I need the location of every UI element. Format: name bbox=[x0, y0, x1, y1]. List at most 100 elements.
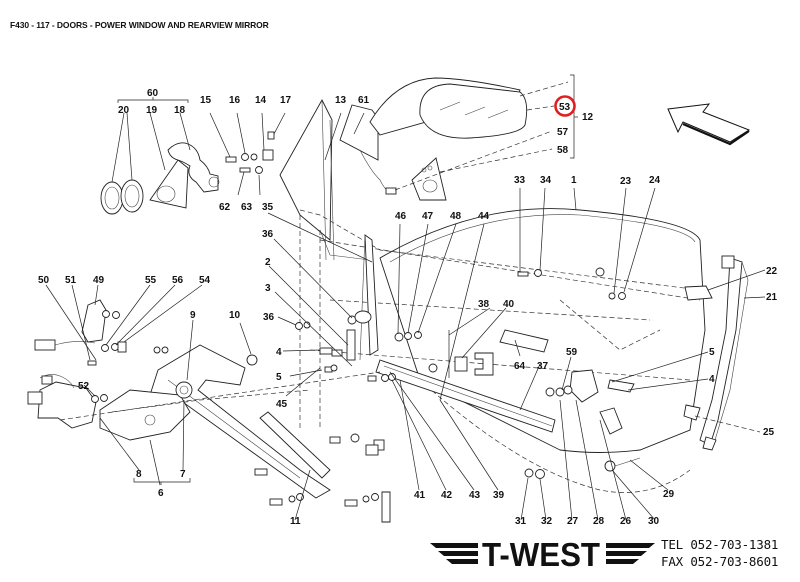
label-59[interactable]: 59 bbox=[566, 347, 578, 358]
label-18[interactable]: 18 bbox=[174, 105, 186, 116]
mirror-housing[interactable] bbox=[339, 77, 528, 195]
label-32[interactable]: 32 bbox=[541, 516, 553, 527]
label-58[interactable]: 58 bbox=[557, 145, 569, 156]
lower-fasteners[interactable] bbox=[367, 373, 641, 479]
label-44[interactable]: 44 bbox=[478, 211, 490, 222]
highlight-circle-53[interactable] bbox=[554, 95, 576, 117]
label-33[interactable]: 33 bbox=[514, 175, 526, 186]
label-31[interactable]: 31 bbox=[515, 516, 527, 527]
label-28[interactable]: 28 bbox=[593, 516, 605, 527]
tel-number[interactable]: 052-703-1381 bbox=[690, 537, 779, 552]
label-55[interactable]: 55 bbox=[145, 275, 157, 286]
glass-stopper[interactable] bbox=[684, 285, 713, 301]
label-4-right[interactable]: 4 bbox=[709, 374, 715, 385]
mirror-cover-triangle[interactable] bbox=[149, 159, 189, 209]
rear-glass-guide[interactable] bbox=[699, 255, 749, 451]
bracket-40[interactable] bbox=[448, 330, 494, 378]
label-7[interactable]: 7 bbox=[180, 469, 186, 480]
label-16[interactable]: 16 bbox=[229, 95, 241, 106]
label-11[interactable]: 11 bbox=[290, 516, 301, 527]
label-46[interactable]: 46 bbox=[395, 211, 407, 222]
label-30[interactable]: 30 bbox=[648, 516, 660, 527]
label-21[interactable]: 21 bbox=[766, 292, 778, 303]
label-60[interactable]: 60 bbox=[147, 88, 159, 99]
window-regulator-rail[interactable] bbox=[375, 359, 556, 433]
label-56[interactable]: 56 bbox=[172, 275, 184, 286]
label-3[interactable]: 3 bbox=[265, 283, 271, 294]
label-42[interactable]: 42 bbox=[441, 490, 453, 501]
label-52[interactable]: 52 bbox=[78, 381, 90, 392]
label-39[interactable]: 39 bbox=[493, 490, 505, 501]
fasteners-left[interactable] bbox=[87, 341, 258, 403]
label-37[interactable]: 37 bbox=[537, 361, 549, 372]
label-20[interactable]: 20 bbox=[118, 105, 130, 116]
label-5-left[interactable]: 5 bbox=[276, 372, 282, 383]
label-38[interactable]: 38 bbox=[478, 299, 490, 310]
label-27[interactable]: 27 bbox=[567, 516, 579, 527]
label-5-right[interactable]: 5 bbox=[709, 347, 715, 358]
label-8[interactable]: 8 bbox=[136, 469, 142, 480]
mirror-base-cover[interactable] bbox=[411, 157, 447, 201]
label-34[interactable]: 34 bbox=[540, 175, 552, 186]
label-57[interactable]: 57 bbox=[557, 127, 569, 138]
dashed-leaders bbox=[59, 81, 761, 433]
label-22[interactable]: 22 bbox=[766, 266, 778, 277]
label-10[interactable]: 10 bbox=[229, 310, 241, 321]
group-bracket-6 bbox=[133, 478, 191, 485]
label-48[interactable]: 48 bbox=[450, 211, 462, 222]
label-36-lower[interactable]: 36 bbox=[263, 312, 275, 323]
door-latch-striker[interactable] bbox=[545, 369, 635, 435]
label-51[interactable]: 51 bbox=[65, 275, 77, 286]
label-62[interactable]: 62 bbox=[219, 202, 231, 213]
label-24[interactable]: 24 bbox=[649, 175, 661, 186]
regulator-motor[interactable] bbox=[27, 374, 97, 429]
label-64[interactable]: 64 bbox=[514, 361, 526, 372]
label-4-left[interactable]: 4 bbox=[276, 347, 282, 358]
switch-bracket-49[interactable] bbox=[34, 299, 120, 351]
logo-wing-left bbox=[430, 543, 478, 564]
label-17[interactable]: 17 bbox=[280, 95, 292, 106]
label-43[interactable]: 43 bbox=[469, 490, 481, 501]
label-49[interactable]: 49 bbox=[93, 275, 105, 286]
label-36-upper[interactable]: 36 bbox=[262, 229, 274, 240]
t-west-logo: T-WEST bbox=[430, 536, 655, 570]
small-fasteners-top[interactable] bbox=[225, 131, 275, 174]
window-frame-sail[interactable] bbox=[279, 99, 371, 261]
label-61[interactable]: 61 bbox=[358, 95, 370, 106]
speaker-grilles[interactable] bbox=[100, 179, 144, 215]
label-12[interactable]: 12 bbox=[582, 112, 594, 123]
regulator-gearbox[interactable] bbox=[99, 381, 193, 441]
label-6[interactable]: 6 bbox=[158, 488, 164, 499]
label-2[interactable]: 2 bbox=[265, 257, 271, 268]
door-handle-bracket[interactable] bbox=[499, 329, 549, 353]
label-54[interactable]: 54 bbox=[199, 275, 211, 286]
door-fasteners-right[interactable] bbox=[517, 267, 626, 300]
fasteners-center[interactable] bbox=[295, 310, 438, 451]
fasteners-bottom[interactable] bbox=[254, 444, 391, 523]
regulator-arm[interactable] bbox=[149, 344, 331, 499]
label-45[interactable]: 45 bbox=[276, 399, 288, 410]
direction-arrow-icon bbox=[667, 103, 751, 146]
label-14[interactable]: 14 bbox=[255, 95, 267, 106]
label-9[interactable]: 9 bbox=[190, 310, 196, 321]
label-40[interactable]: 40 bbox=[503, 299, 515, 310]
label-29[interactable]: 29 bbox=[663, 489, 675, 500]
label-47[interactable]: 47 bbox=[422, 211, 434, 222]
label-13[interactable]: 13 bbox=[335, 95, 347, 106]
mirror-motor-switch[interactable] bbox=[167, 142, 220, 193]
glass-run-channel[interactable] bbox=[359, 234, 379, 361]
label-50[interactable]: 50 bbox=[38, 275, 50, 286]
group-bracket-12 bbox=[570, 74, 578, 159]
label-63[interactable]: 63 bbox=[241, 202, 253, 213]
label-1[interactable]: 1 bbox=[571, 175, 577, 186]
label-15[interactable]: 15 bbox=[200, 95, 212, 106]
label-35[interactable]: 35 bbox=[262, 202, 274, 213]
label-41[interactable]: 41 bbox=[414, 490, 426, 501]
label-19[interactable]: 19 bbox=[146, 105, 158, 116]
label-53[interactable]: 53 bbox=[559, 102, 571, 113]
label-26[interactable]: 26 bbox=[620, 516, 632, 527]
label-25[interactable]: 25 bbox=[763, 427, 775, 438]
leader-lines bbox=[45, 112, 766, 521]
label-23[interactable]: 23 bbox=[620, 176, 632, 187]
